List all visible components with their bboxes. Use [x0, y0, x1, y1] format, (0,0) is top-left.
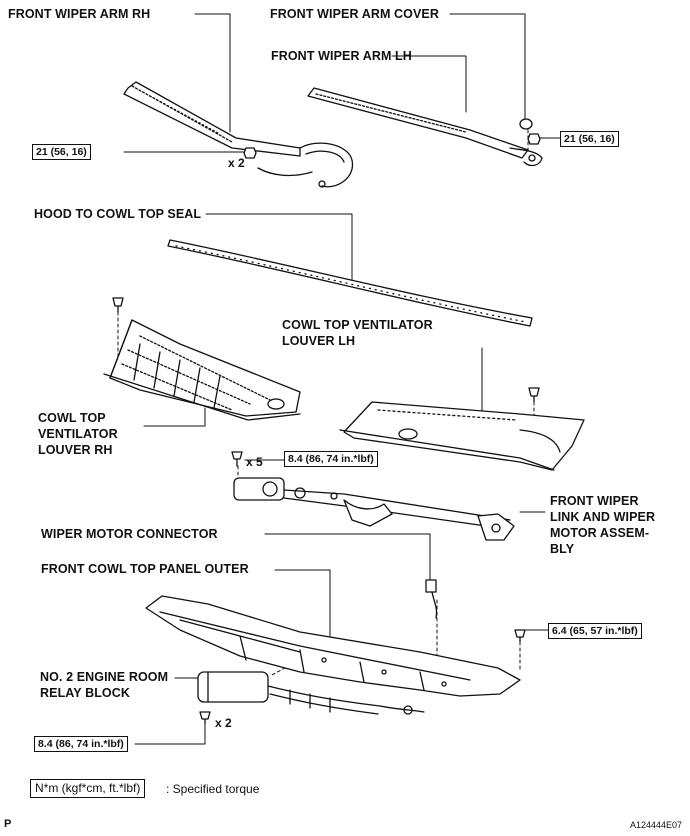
figure-id: A124444E07 — [630, 820, 683, 830]
legend-description: : Specified torque — [166, 782, 260, 796]
label-link-assembly-line1: FRONT WIPER — [550, 494, 639, 508]
label-louver-lh-line2: LOUVER LH — [282, 334, 356, 348]
torque-box-relay-bolts: 8.4 (86, 74 in.*lbf) — [34, 736, 128, 752]
torque-box-link-bolts: 8.4 (86, 74 in.*lbf) — [284, 451, 378, 467]
torque-box-arm-rh: 21 (56, 16) — [32, 144, 91, 160]
cowl-top-ventilator-louver-rh — [103, 319, 301, 421]
label-relay-block-line1: NO. 2 ENGINE ROOM — [40, 670, 169, 684]
label-louver-lh-line1: COWL TOP VENTILATOR — [282, 318, 433, 332]
arm-nuts — [243, 133, 541, 159]
label-link-assembly-line4: BLY — [550, 542, 575, 556]
cowl-top-ventilator-louver-lh — [339, 401, 585, 471]
label-louver-rh-line1: COWL TOP — [38, 411, 106, 425]
label-front-cowl-top-panel-outer: FRONT COWL TOP PANEL OUTER — [41, 562, 249, 576]
torque-box-arm-lh: 21 (56, 16) — [560, 131, 619, 147]
legend-unit-box: N*m (kgf*cm, ft.*lbf) — [30, 779, 146, 798]
front-wiper-arm-lh — [307, 87, 543, 167]
panel-bolt — [514, 629, 526, 643]
hood-to-cowl-top-seal — [167, 239, 533, 327]
torque-box-panel-bolt: 6.4 (65, 57 in.*lbf) — [548, 623, 642, 639]
clips — [112, 297, 540, 403]
front-wiper-arm-cover — [519, 118, 533, 130]
front-wiper-arm-rh — [123, 81, 354, 188]
label-front-wiper-arm-cover: FRONT WIPER ARM COVER — [270, 7, 439, 21]
label-front-wiper-arm-rh: FRONT WIPER ARM RH — [8, 7, 151, 21]
label-louver-rh-line2: VENTILATOR — [38, 427, 118, 441]
page-mark: P — [4, 818, 12, 830]
relay-bolts — [199, 711, 211, 725]
front-wiper-link-and-motor-assembly — [233, 477, 515, 541]
label-front-wiper-arm-lh: FRONT WIPER ARM LH — [271, 49, 412, 63]
no2-engine-room-relay-block — [197, 671, 425, 715]
front-cowl-top-panel-outer — [145, 595, 521, 697]
wiper-motor-connector — [425, 579, 438, 619]
leader-lines — [123, 13, 561, 745]
label-wiper-motor-connector: WIPER MOTOR CONNECTOR — [41, 527, 218, 541]
quantity-link-bolts: x 5 — [246, 455, 263, 469]
label-hood-to-cowl-top-seal: HOOD TO COWL TOP SEAL — [34, 207, 202, 221]
label-relay-block-line2: RELAY BLOCK — [40, 686, 131, 700]
label-link-assembly-line2: LINK AND WIPER — [550, 510, 656, 524]
quantity-arm-rh-nuts: x 2 — [228, 156, 245, 170]
link-bolts — [231, 451, 243, 467]
quantity-relay-bolts: x 2 — [215, 716, 232, 730]
label-link-assembly-line3: MOTOR ASSEM- — [550, 526, 650, 540]
label-louver-rh-line3: LOUVER RH — [38, 443, 113, 457]
